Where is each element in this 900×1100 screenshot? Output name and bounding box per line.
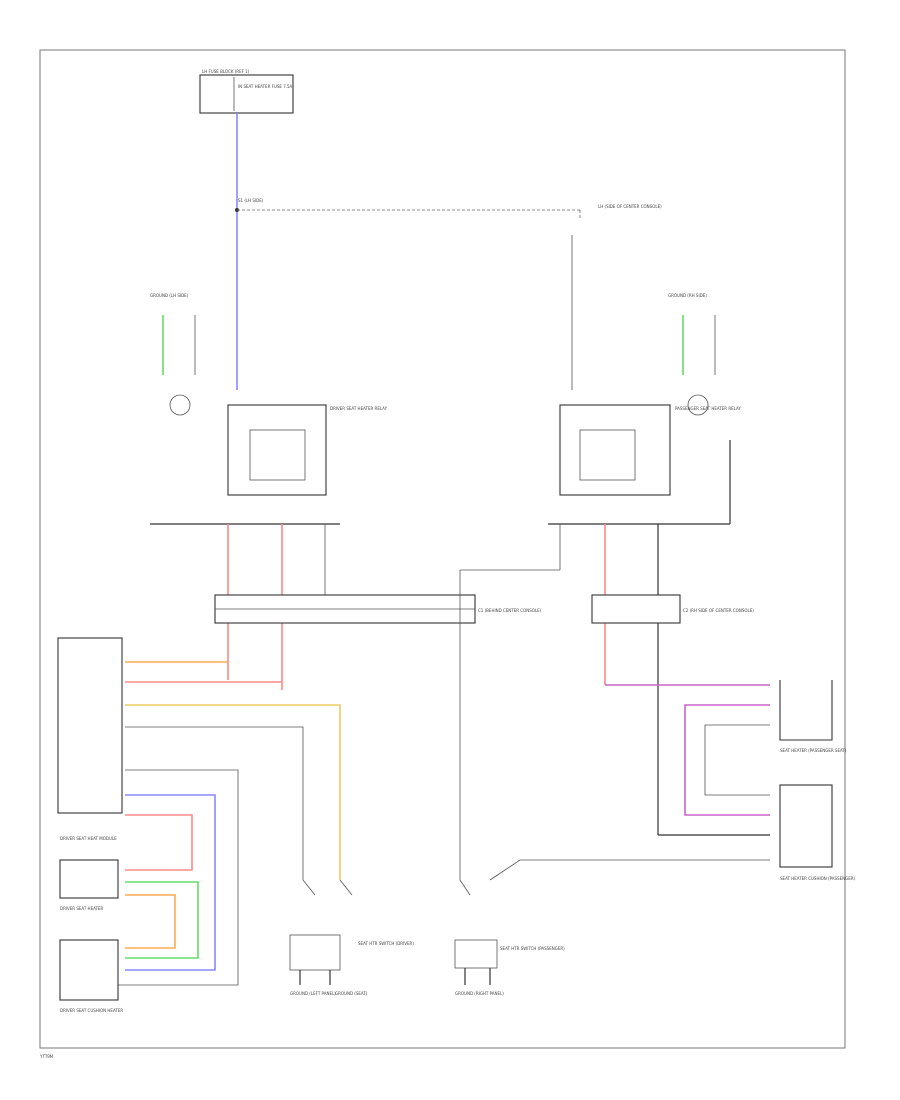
- diagram-frame: [39, 49, 846, 1049]
- driver-orange-loop: [125, 894, 176, 949]
- right-connector: [591, 594, 681, 624]
- pass-magenta-wire-2: [684, 704, 770, 816]
- fuse-note-label: IN SEAT HEATER FUSE 7.5A: [238, 84, 293, 89]
- switch-right-label: SEAT HTR SWITCH (PASSENGER): [500, 946, 565, 951]
- driver-blue-wire: [125, 794, 216, 971]
- right-switch: [454, 939, 498, 969]
- right-relay-coil: [579, 429, 636, 481]
- pass-gray-wire: [704, 724, 770, 796]
- ground-mid-label: GROUND (SEAT): [335, 991, 368, 996]
- driver-heater: [59, 859, 119, 899]
- driver-yellow-wire: [125, 704, 341, 880]
- pass-signal-wire: [489, 859, 770, 881]
- driver-cushion-label: DRIVER SEAT CUSHION HEATER: [60, 1008, 123, 1013]
- fuse-block: [199, 74, 294, 114]
- ground-left-label: GROUND (LEFT PANEL): [290, 991, 336, 996]
- driver-module: [57, 637, 123, 814]
- driver-module-label: DRIVER SEAT HEAT MODULE: [60, 836, 117, 841]
- right-relay: [559, 404, 671, 496]
- driver-green-loop: [125, 881, 199, 959]
- right-ground-motor: [687, 394, 709, 416]
- pass-heater-top-label: SEAT HEATER (PASSENGER SEAT): [780, 748, 847, 753]
- center-connector-label: C1 (BEHIND CENTER CONSOLE): [478, 608, 542, 613]
- fuse-block-label: LH FUSE BLOCK (REF 1): [202, 69, 250, 74]
- left-splice-label: S1 (LH SIDE): [238, 198, 264, 203]
- right-connector-label: C2 (RH SIDE OF CENTER CONSOLE): [683, 608, 754, 613]
- right-splice-label: LH (SIDE OF CENTER CONSOLE): [598, 204, 662, 209]
- pass-heater-top: [779, 680, 833, 741]
- switch-left-label: SEAT HTR SWITCH (DRIVER): [358, 941, 414, 946]
- driver-heater-label: DRIVER SEAT HEATER: [60, 906, 103, 911]
- ground-right-label: GROUND (RIGHT PANEL): [455, 991, 504, 996]
- driver-frame-wire: [60, 769, 239, 986]
- driver-red-loop: [125, 814, 193, 871]
- right-relay-label: PASSENGER SEAT HEATER RELAY: [675, 406, 741, 411]
- left-ground-label: GROUND (LH SIDE): [150, 293, 189, 298]
- left-relay-label: DRIVER SEAT HEATER RELAY: [330, 406, 388, 411]
- left-relay-coil: [249, 429, 306, 481]
- driver-cushion: [59, 939, 119, 1001]
- left-ground-motor: [169, 394, 191, 416]
- driver-gray-wire: [125, 726, 304, 880]
- left-switch: [289, 934, 341, 971]
- left-relay: [227, 404, 327, 496]
- right-ground-label: GROUND (RH SIDE): [668, 293, 707, 298]
- diagram-footer: YTT9M: [39, 1054, 54, 1059]
- pass-heater-bottom: [779, 784, 833, 868]
- pass-heater-bottom-label: SEAT HEATER CUSHION (PASSENGER): [780, 876, 856, 881]
